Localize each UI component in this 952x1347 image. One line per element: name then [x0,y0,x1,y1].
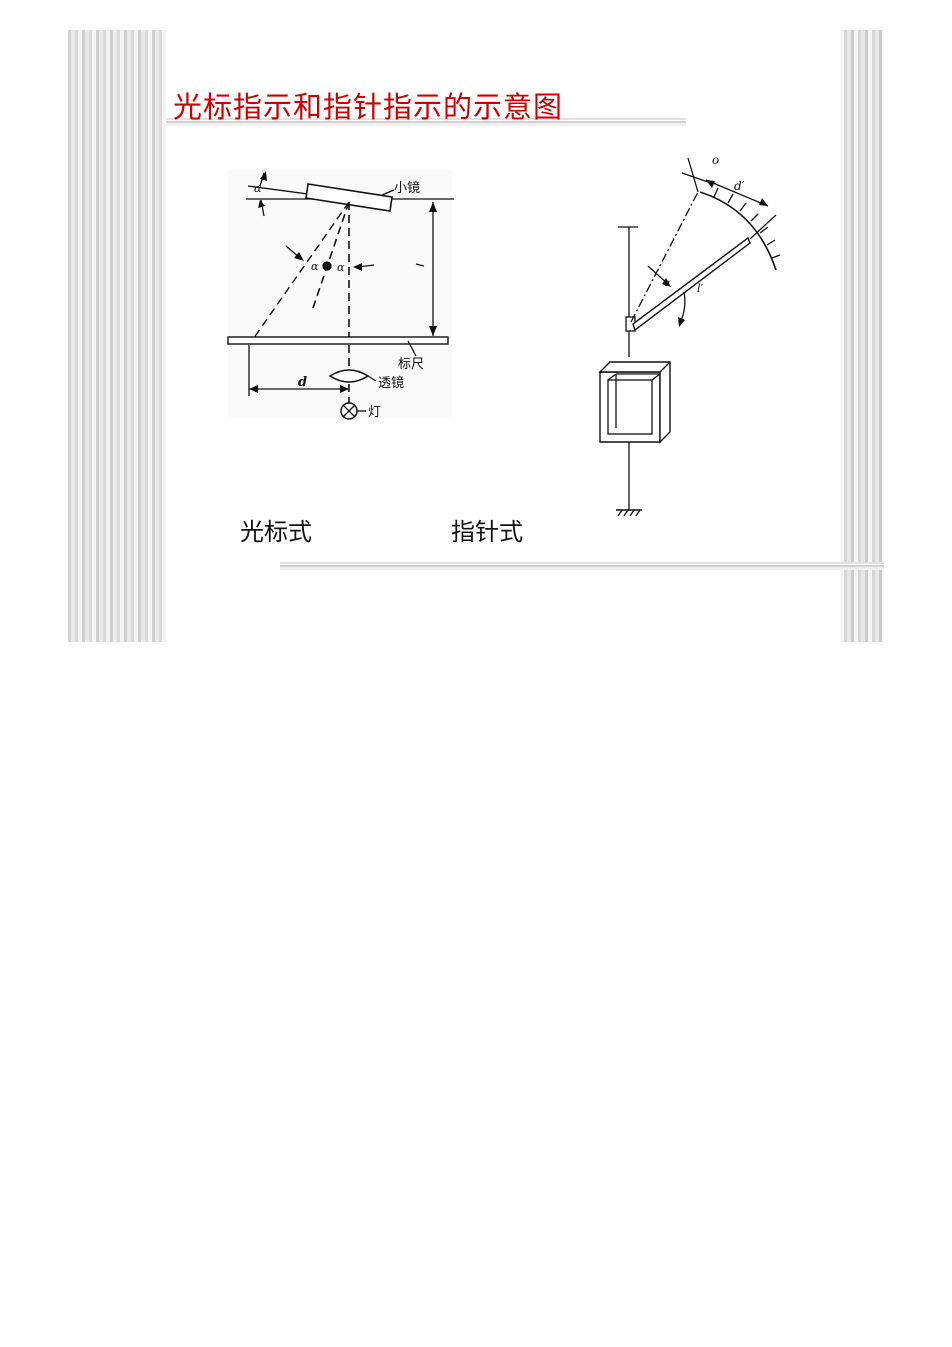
small-mirror [305,183,393,212]
zero-direction-line [630,191,699,323]
coil-frame-window [607,379,653,435]
label-lens: 透镜 [378,376,404,391]
label-mirror: 小镜 [394,181,420,196]
bottom-band [280,562,884,570]
reflected-ray-outer [250,201,350,343]
right-decorative-stripes [840,30,884,642]
label-pointer-length: l′ [697,282,704,295]
diagram-canvas: 小镜 标尺 透镜 灯 d α α α [227,153,781,517]
label-arc-distance: d′ [734,179,745,193]
label-angle-right: α [337,261,345,274]
scale-ticks [713,187,781,259]
title-underline-band [166,118,686,126]
label-origin: o [712,153,719,167]
needle [632,236,751,332]
label-scale: 标尺 [398,357,424,372]
scale-bar [227,336,449,345]
left-decorative-stripes [68,30,166,642]
label-angle-left: α [311,260,319,273]
reflected-ray-inner [312,201,350,309]
page-title: 光标指示和指针指示的示意图 [173,90,564,124]
label-angle-top: α [254,182,262,195]
caption-light-pointer: 光标式 [240,518,312,546]
label-lamp: 灯 [368,405,381,420]
scale-arc [699,191,777,271]
label-angle-needle: α [664,278,671,289]
slide: 光标指示和指针指示的示意图 [68,30,884,642]
needle-pointer-figure [598,157,781,517]
arc-distance-line [705,179,769,207]
label-distance-d: d [298,375,307,390]
light-pointer-figure [227,170,454,420]
pivot-dot [322,261,332,271]
caption-needle-pointer: 指针式 [451,518,523,546]
